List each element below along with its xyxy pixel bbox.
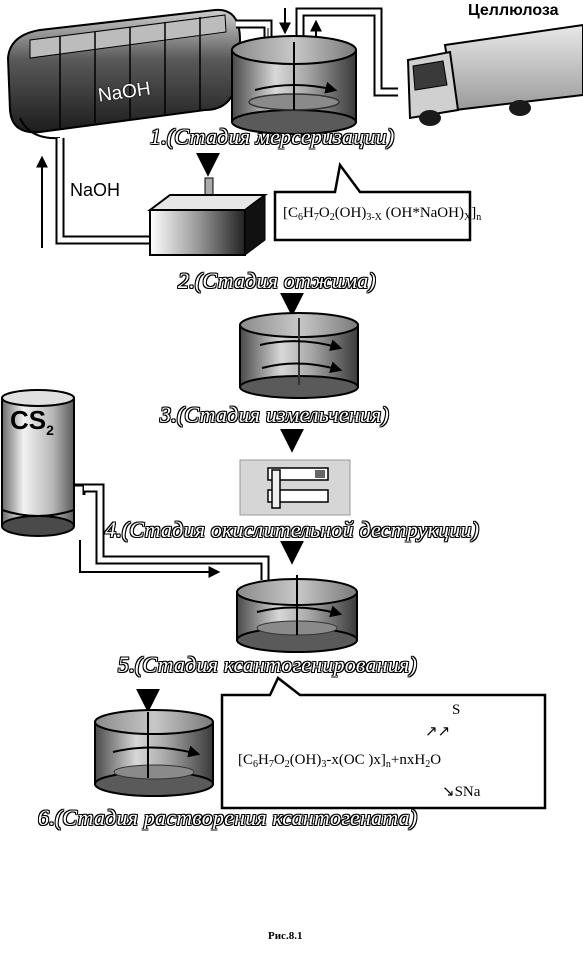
cs2-drum xyxy=(1,389,86,537)
formula-xanthate-top: S xyxy=(452,702,461,718)
stage-5-label: 5.(Стадия ксантогенирования) xyxy=(118,652,418,677)
formula-xanthate-arrows: ↗↗ xyxy=(425,724,451,740)
pipe-cellulose-stage1 xyxy=(295,7,398,97)
stage-6-label: 6.(Стадия растворения ксантогената) xyxy=(38,805,418,830)
xanthation-reactor-stage5 xyxy=(236,575,358,653)
figure-caption: Рис.8.1 xyxy=(268,930,303,942)
callout-formula1 xyxy=(273,161,472,242)
cs2-main: CS xyxy=(10,405,47,435)
stage-2-label: 2.(Стадия отжима) xyxy=(178,268,376,293)
cellulose-label: Целлюлоза xyxy=(468,2,559,19)
dissolver-stage6 xyxy=(94,709,214,797)
formula-alkali-cellulose: [C6H7O2(OH)3-X (OH*NaOH)X]n xyxy=(283,205,482,223)
pipe-cs2-stage5 xyxy=(79,483,270,580)
callout-formula2 xyxy=(220,676,547,810)
stage-4-label: 4.(Стадия окислительной деструкции) xyxy=(105,517,480,542)
pipe-naoh-return xyxy=(36,138,160,248)
cellulose-truck xyxy=(406,23,583,126)
press-stage2 xyxy=(147,177,268,256)
formula-xanthate-bottom: ↘SNa xyxy=(442,784,481,800)
formula-xanthate: [C6H7O2(OH)3-x(OC )x]n+nxH2O xyxy=(238,752,442,770)
cs2-label: CS2 xyxy=(10,405,54,438)
destruction-chamber-stage4 xyxy=(239,459,351,516)
cs2-subscript: 2 xyxy=(46,422,54,438)
stage-1-label: 1.(Стадия мерсеризации) xyxy=(150,124,395,149)
naoh-tanker xyxy=(6,8,242,140)
naoh-pipe-label: NaOH xyxy=(70,180,121,200)
stage-3-label: 3.(Стадия измельчения) xyxy=(160,402,390,427)
grinder-stage3 xyxy=(239,312,359,399)
mixer-stage1 xyxy=(231,35,357,135)
